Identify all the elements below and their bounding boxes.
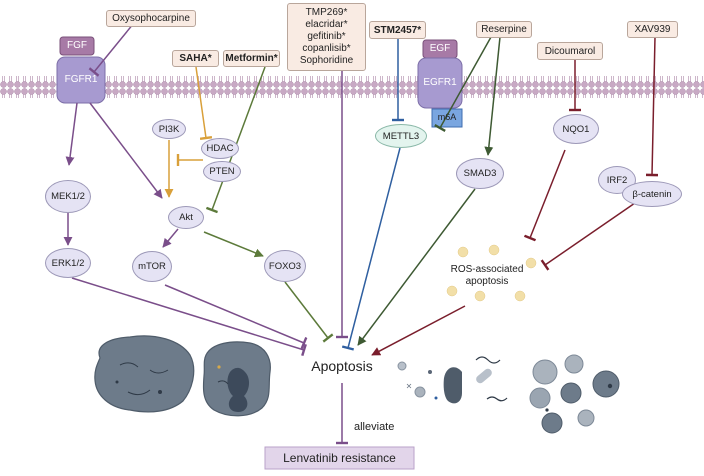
cell-debris <box>397 356 508 404</box>
cell-membrane <box>0 76 704 98</box>
apoptosis-label: Apoptosis <box>311 358 373 374</box>
drug-tmp269: TMP269* <box>305 7 348 18</box>
apoptotic-bodies <box>529 354 620 434</box>
drug-stm2457: STM2457* <box>369 21 426 39</box>
ros-particles <box>446 244 537 302</box>
node-mek: MEK1/2 <box>45 180 91 213</box>
node-erk: ERK1/2 <box>45 248 91 278</box>
node-nqo1: NQO1 <box>553 114 599 144</box>
node-mettl3: METTL3 <box>375 124 427 148</box>
ros-label-1: ROS-associated <box>450 264 524 275</box>
node-mtor: mTOR <box>132 251 172 282</box>
node-smad3: SMAD3 <box>456 158 504 189</box>
drug-combo-box: TMP269* elacridar* gefitinib* copanlisib… <box>287 3 366 71</box>
drug-gefitinib: gefitinib* <box>307 31 346 42</box>
alleviate-label: alleviate <box>354 421 395 433</box>
lenvatinib-box <box>264 446 415 470</box>
egfr1-label: EGFR1 <box>423 77 457 88</box>
node-akt: Akt <box>168 206 204 229</box>
m6a-label: m6A <box>437 112 457 122</box>
cell-image-2 <box>202 341 271 417</box>
node-hdac: HDAC <box>201 138 239 159</box>
drug-xav939: XAV939 <box>627 21 678 38</box>
cell-image-1 <box>94 335 195 413</box>
node-pi3k: PI3K <box>152 119 186 139</box>
drug-dicoumarol: Dicoumarol <box>537 42 603 60</box>
drug-elacridar: elacridar* <box>305 19 348 30</box>
ros-label-2: apoptosis <box>465 276 509 287</box>
node-beta-catenin: β-catenin <box>622 181 682 207</box>
drug-reserpine: Reserpine <box>476 21 532 38</box>
fgfr1-label: FGFR1 <box>64 74 98 85</box>
drug-oxysophocarpine: Oxysophocarpine <box>106 10 196 27</box>
egf-label: EGF <box>429 43 451 54</box>
fgf-label: FGF <box>67 40 87 51</box>
drug-saha: SAHA* <box>172 50 219 67</box>
drug-sophoridine: Sophoridine <box>299 55 354 66</box>
drug-copanlisib: copanlisib* <box>302 43 351 54</box>
node-pten: PTEN <box>203 161 241 182</box>
node-foxo3: FOXO3 <box>264 250 306 282</box>
drug-metformin: Metformin* <box>223 50 280 67</box>
lenvatinib-resistance-label: Lenvatinib resistance <box>283 451 396 465</box>
egfr1-receptor <box>417 39 463 128</box>
